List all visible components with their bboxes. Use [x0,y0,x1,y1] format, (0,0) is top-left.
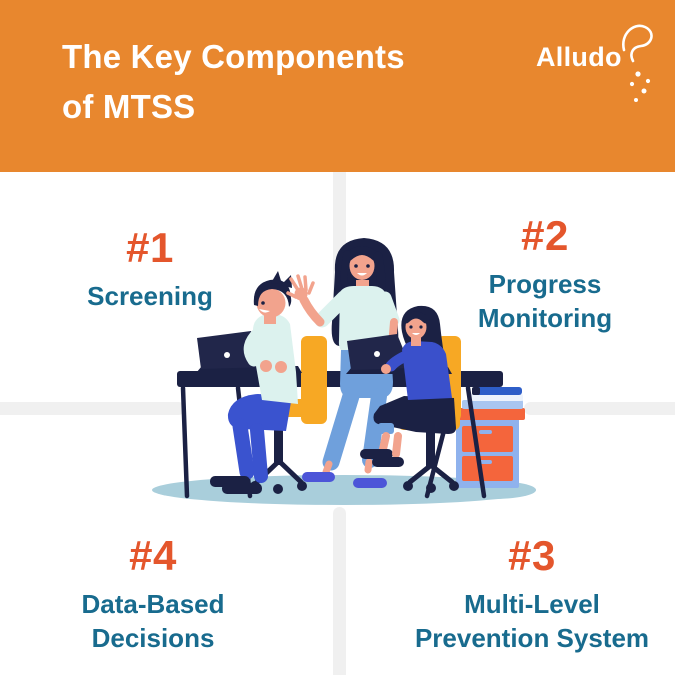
page-title-line2: of MTSS [62,88,196,125]
component-1-number: #1 [126,224,174,271]
component-4-data-based-decisions: #4 Data-Based Decisions [33,532,273,655]
component-1-screening: #1 Screening [40,224,260,313]
student-boy-figure [210,271,298,494]
divider-horizontal-right [524,402,675,415]
drawer-cabinet [448,408,536,499]
student-girl-figure [360,305,456,467]
header-banner: The Key Components of MTSS Alludo [0,0,675,172]
component-2-progress-monitoring: #2 Progress Monitoring [425,212,665,335]
logo-doodle-icon [622,24,653,102]
alludo-logo: Alludo [536,42,622,72]
component-2-number: #2 [521,212,569,259]
component-3-multi-level-prevention: #3 Multi-Level Prevention System [373,532,675,655]
component-2-label: Progress Monitoring [477,269,613,333]
page-title-line1: The Key Components [62,38,405,75]
component-4-number: #4 [129,532,177,579]
component-4-label: Data-Based Decisions [81,589,225,653]
divider-vertical-bottom [333,507,346,675]
component-3-label: Multi-Level Prevention System [414,589,650,653]
component-1-label: Screening [87,281,213,311]
page-title: The Key Components of MTSS [62,32,405,132]
books-stack-icon [462,387,523,409]
divider-horizontal-left [0,402,185,415]
component-3-number: #3 [508,532,556,579]
